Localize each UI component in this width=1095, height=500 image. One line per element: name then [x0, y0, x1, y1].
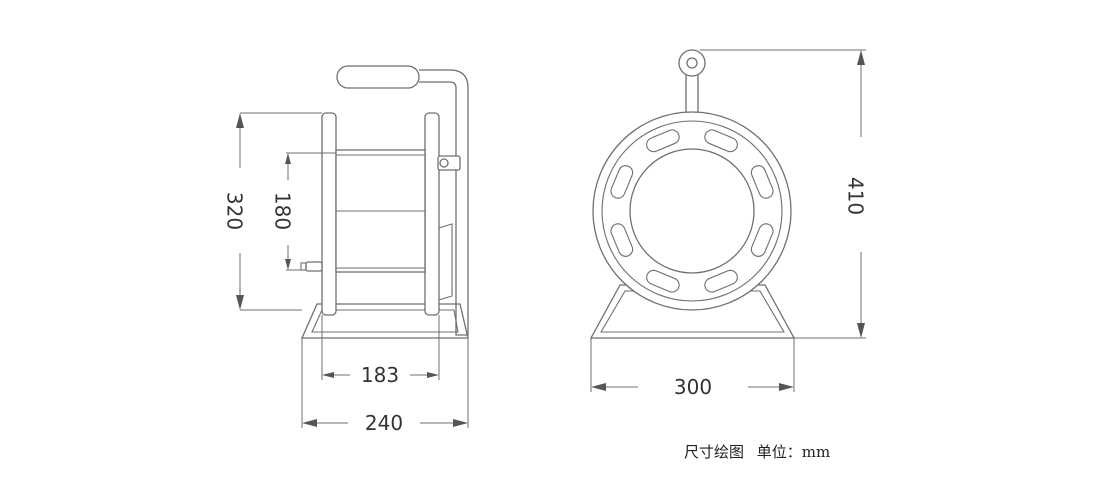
front-reel-slot-3 [750, 223, 774, 257]
front-reel-slot-1 [704, 129, 738, 153]
dimension-240: 240 [301, 338, 469, 435]
front-reel-slot-5 [646, 269, 680, 293]
dimension-183: 183 [321, 315, 440, 387]
side-axle-hub [437, 155, 461, 171]
dim-label-front-height: 410 [844, 177, 868, 215]
front-handle-ring [678, 49, 706, 77]
dimension-300: 300 [590, 338, 795, 399]
front-reel-slot-6 [610, 223, 634, 257]
side-view [300, 65, 469, 339]
dimension-180: 180 [271, 152, 336, 271]
front-reel-rim [601, 120, 783, 302]
front-reel-slot-2 [750, 165, 774, 199]
front-view [589, 49, 796, 339]
dim-label-side-total-height: 320 [223, 192, 247, 230]
front-reel-hub [629, 148, 755, 274]
front-handle-ring-hole [686, 57, 698, 69]
side-flange-left [321, 112, 337, 316]
dimension-320: 320 [223, 112, 322, 311]
side-socket-box [438, 223, 453, 301]
dim-label-drum-height: 180 [271, 192, 295, 230]
caption-title: 尺寸绘图 [684, 443, 745, 461]
dimension-410: 410 [700, 49, 868, 339]
side-cable-gland [305, 261, 323, 272]
side-handle-grip [336, 65, 420, 89]
side-axle-bolt [439, 158, 449, 168]
drawing-caption: 尺寸绘图 单位：mm [684, 441, 838, 462]
side-base-frame [301, 303, 469, 339]
front-reel-slot-4 [704, 269, 738, 293]
caption-unit: 单位：mm [756, 443, 831, 461]
dim-label-drum-width: 183 [361, 363, 399, 387]
front-reel-slot-8 [646, 129, 680, 153]
front-stand-outer [589, 284, 796, 339]
side-base-inner [311, 309, 459, 333]
front-reel-slots [610, 129, 774, 293]
dim-label-base-width: 240 [365, 411, 403, 435]
dim-label-front-width: 300 [674, 375, 712, 399]
front-reel-slot-7 [610, 165, 634, 199]
front-reel-outer [592, 111, 792, 311]
side-handle-arm [419, 69, 469, 336]
side-flange-right [424, 112, 440, 316]
side-cable-gland-nut [300, 262, 307, 271]
front-stand-inner [600, 290, 785, 333]
